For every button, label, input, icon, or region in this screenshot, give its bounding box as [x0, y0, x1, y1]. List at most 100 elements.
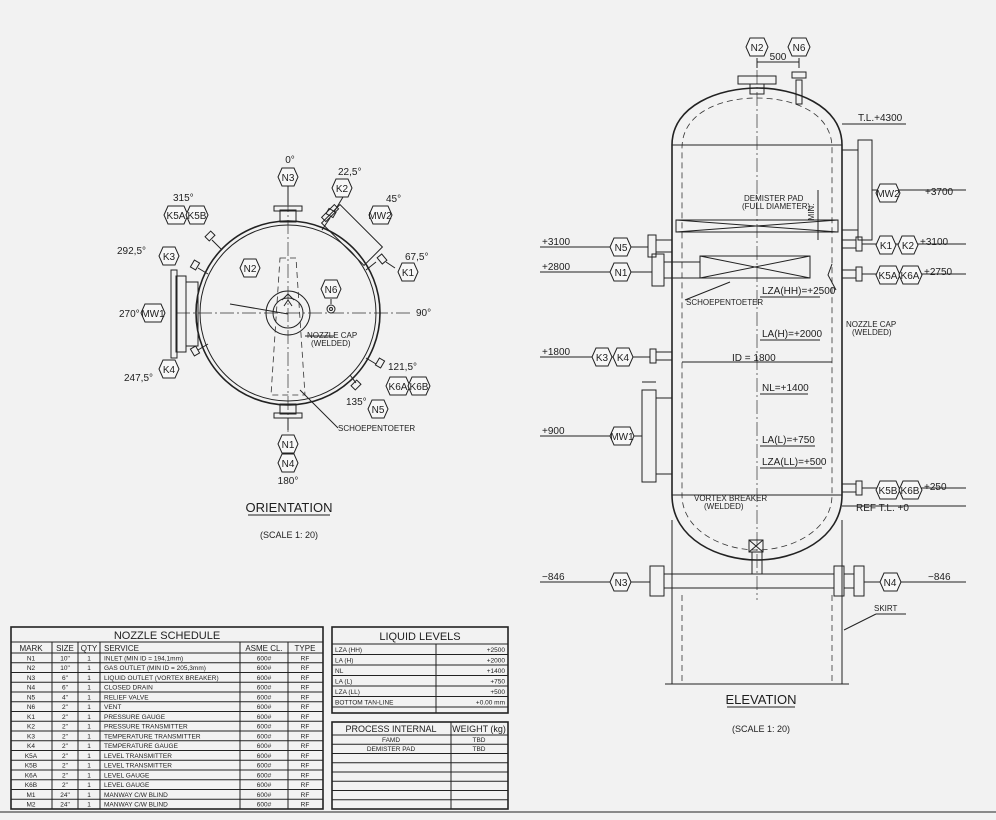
- elevation-tag-k1: K1: [880, 241, 893, 252]
- nozzle-schedule-title: NOZZLE SCHEDULE: [114, 630, 220, 642]
- nozzle-cell: 600#: [257, 655, 272, 662]
- nozzle-cell: 1: [87, 655, 91, 662]
- liquid-level-name: LZA (LL): [335, 689, 360, 696]
- nozzle-cell: 600#: [257, 675, 272, 682]
- nozzle-col-header: SIZE: [56, 644, 74, 653]
- nozzle-cell: RF: [301, 743, 310, 750]
- nozzle-cell: RF: [301, 792, 310, 799]
- nozzle-col-header: QTY: [81, 644, 98, 653]
- elevation-tag-n5: N5: [615, 243, 628, 254]
- nozzle-cell: 24": [60, 802, 70, 809]
- nozzle-col-header: TYPE: [295, 644, 316, 653]
- orientation-view: N3 K2 MW2 K1 K5A K5B K3 N2 N6 MW1 K4 K6A: [117, 155, 431, 540]
- elevation-tag-k6b: K6B: [901, 486, 920, 497]
- note-full-dia: (FULL DIAMETER): [742, 202, 810, 211]
- orientation-tag-n5: N5: [372, 405, 385, 416]
- nozzle-cell: 600#: [257, 704, 272, 711]
- orientation-note-nozzle-cap: NOZZLE CAP: [307, 331, 357, 340]
- note-nozzle-cap: NOZZLE CAP: [846, 320, 896, 329]
- nozzle-cell: 1: [87, 704, 91, 711]
- orientation-tag-n6: N6: [325, 285, 338, 296]
- dim-500: 500: [770, 52, 787, 63]
- level-lah: LA(H)=+2000: [762, 329, 822, 340]
- nozzle-cell: 4": [62, 694, 69, 701]
- angle-67: 67,5°: [405, 252, 428, 263]
- nozzle-cell: RF: [301, 675, 310, 682]
- nozzle-cell: 1: [87, 665, 91, 672]
- angle-180: 180°: [278, 476, 299, 487]
- liquid-level-name: BOTTOM TAN-LINE: [335, 700, 394, 707]
- nozzle-cell: LEVEL TRANSMITTER: [104, 753, 172, 760]
- angle-0: 0°: [285, 155, 295, 166]
- process-internal-name: FAMD: [382, 737, 400, 744]
- nozzle-cell: LEVEL TRANSMITTER: [104, 763, 172, 770]
- nozzle-cell: 600#: [257, 694, 272, 701]
- nozzle-cell: 2": [62, 733, 69, 740]
- angle-247: 247,5°: [124, 373, 153, 384]
- nozzle-cell: LEVEL GAUGE: [104, 772, 150, 779]
- nozzle-cell: 1: [87, 753, 91, 760]
- liquid-level-value: +2000: [487, 658, 506, 665]
- dim-846-left: −846: [542, 572, 565, 583]
- liquid-level-value: +1400: [487, 668, 506, 675]
- nozzle-cell: TEMPERATURE TRANSMITTER: [104, 733, 201, 740]
- orientation-note-schoepentoeter: SCHOEPENTOETER: [338, 424, 415, 433]
- angle-315: 315°: [173, 193, 194, 204]
- angle-121: 121,5°: [388, 362, 417, 373]
- nozzle-cell: 1: [87, 743, 91, 750]
- nozzle-cell: 10": [60, 655, 70, 662]
- nozzle-cell: 2": [62, 763, 69, 770]
- nozzle-cell: 24": [60, 792, 70, 799]
- nozzle-cell: LIQUID OUTLET (VORTEX BREAKER): [104, 675, 219, 682]
- nozzle-cell: 2": [62, 753, 69, 760]
- nozzle-cell: 1: [87, 675, 91, 682]
- process-internal-weight: TBD: [473, 746, 486, 753]
- dim-846-right: −846: [928, 572, 951, 583]
- nozzle-cell: 600#: [257, 714, 272, 721]
- liquid-level-value: +750: [490, 679, 505, 686]
- elevation-tag-n3: N3: [615, 578, 628, 589]
- liquid-level-value: +0.00 mm: [476, 700, 505, 707]
- note-schoepentoeter: SCHOEPENTOETER: [686, 298, 763, 307]
- nozzle-cell: 6": [62, 675, 69, 682]
- angle-45: 45°: [386, 194, 401, 205]
- elevation-tag-mw2: MW2: [876, 189, 900, 200]
- nozzle-cell: K3: [27, 733, 35, 740]
- nozzle-cell: 600#: [257, 753, 272, 760]
- angle-135: 135°: [346, 397, 367, 408]
- nozzle-cell: 2": [62, 724, 69, 731]
- elevation-tag-n2: N2: [751, 43, 764, 54]
- nozzle-cell: RF: [301, 782, 310, 789]
- orientation-tag-n2: N2: [244, 264, 257, 275]
- nozzle-cell: 600#: [257, 685, 272, 692]
- liquid-level-value: +2500: [487, 647, 506, 654]
- process-internal-weight: TBD: [473, 737, 486, 744]
- dim-250: +250: [924, 482, 947, 493]
- elevation-tag-k6a: K6A: [901, 271, 920, 282]
- liquid-level-name: LA (H): [335, 658, 353, 665]
- nozzle-cell: RF: [301, 763, 310, 770]
- dim-ref-tl: REF T.L. +0: [856, 503, 909, 514]
- liquid-level-name: NL: [335, 668, 344, 675]
- orientation-scale: (SCALE 1: 20): [260, 530, 318, 540]
- elevation-tag-n4: N4: [884, 578, 897, 589]
- nozzle-cell: 600#: [257, 724, 272, 731]
- orientation-tag-mw1: MW1: [141, 309, 165, 320]
- orientation-tag-k5b: K5B: [188, 211, 207, 222]
- process-internal-name: DEMISTER PAD: [367, 746, 416, 753]
- dim-2750: +2750: [924, 267, 953, 278]
- nozzle-col-header: ASME CL.: [245, 644, 282, 653]
- nozzle-cell: 1: [87, 724, 91, 731]
- nozzle-cell: 600#: [257, 802, 272, 809]
- nozzle-cell: RF: [301, 772, 310, 779]
- orientation-tag-k3: K3: [163, 252, 176, 263]
- liquid-level-name: LA (L): [335, 679, 352, 686]
- elevation-tag-k2: K2: [902, 241, 915, 252]
- nozzle-cell: 600#: [257, 733, 272, 740]
- elevation-tag-k3: K3: [596, 353, 609, 364]
- nozzle-cell: RF: [301, 724, 310, 731]
- note-vortex: VORTEX BREAKER: [694, 494, 767, 503]
- liquid-level-name: LZA (HH): [335, 647, 362, 654]
- process-weight-header: WEIGHT (kg): [452, 724, 506, 734]
- level-lzall: LZA(LL)=+500: [762, 457, 827, 468]
